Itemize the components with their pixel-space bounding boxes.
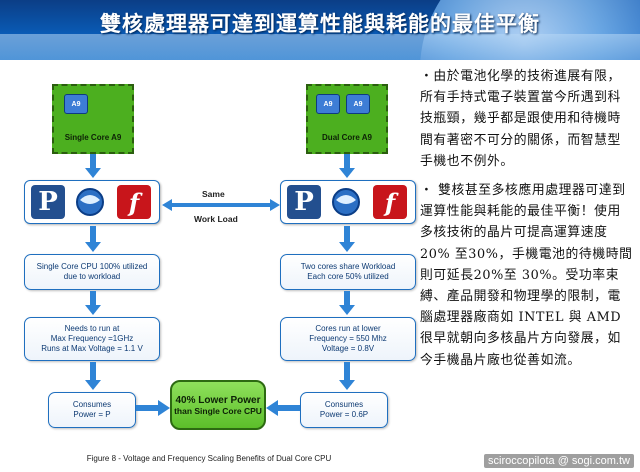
arrow-down-icon [85,380,101,390]
dual-core-figure: A9 Single Core A9 A9 A9 Dual Core A9 P f… [4,62,416,472]
arrow-stem [344,154,350,170]
power-comparison-box: 40% Lower Power than Single Core CPU [170,380,266,430]
article-paragraph-2: ‧ 雙核甚至多核應用處理器可達到運算性能與耗能的最佳平衡！使用多核技術的晶片可提… [420,183,633,368]
browser-globe-icon [329,185,363,219]
right-app-bar: P f [280,180,416,224]
arrow-right-icon [136,400,170,416]
same-label: Same [202,189,225,199]
arrow-down-icon [339,380,355,390]
box-line: Cores run at lower [315,324,381,333]
right-utilization-box: Two cores share Workload Each core 50% u… [280,254,416,290]
arrow-stem [344,226,350,244]
left-utilization-box: Single Core CPU 100% utilized due to wor… [24,254,160,290]
box-line: Single Core CPU 100% utilized [36,262,148,271]
comparison-subline: than Single Core CPU [174,405,262,416]
single-core-label: Single Core A9 [64,133,122,142]
arrow-down-icon [85,168,101,178]
header-banner: 雙核處理器可達到運算性能與耗能的最佳平衡 [0,0,640,60]
dual-core-label: Dual Core A9 [322,133,372,142]
arrow-stem [344,362,350,382]
dual-core-chip: A9 A9 Dual Core A9 [306,84,388,154]
arrow-down-icon [85,242,101,252]
box-line: Runs at Max Voltage = 1.1 V [41,344,143,353]
article-text: ‧由於電池化學的技術進展有限，所有手持式電子裝置當今所遇到科技瓶頸，幾乎都是跟使… [420,66,634,379]
box-line: Each core 50% utilized [307,272,389,281]
left-frequency-box: Needs to run at Max Frequency =1GHz Runs… [24,317,160,361]
box-line: Consumes [324,400,364,409]
arrow-down-icon [85,305,101,315]
box-line: Needs to run at [64,324,120,333]
flash-letter: f [128,187,140,217]
flash-icon: f [117,185,151,219]
arrow-down-icon [339,168,355,178]
banner-strip [0,34,640,60]
left-power-box: Consumes Power = P [48,392,136,428]
box-line: Power = 0.6P [319,410,369,419]
source-watermark: sciroccopilota @ sogi.com.tw [484,454,634,468]
core-a9: A9 [346,94,370,114]
article-paragraph-1: ‧由於電池化學的技術進展有限，所有手持式電子裝置當今所遇到科技瓶頸，幾乎都是跟使… [420,69,621,169]
arrow-left-icon [266,400,300,416]
pandora-letter: P [38,187,58,217]
arrow-stem [90,362,96,382]
arrow-stem [90,291,96,307]
pandora-icon: P [31,185,65,219]
double-arrow-icon [162,199,280,211]
box-line: Max Frequency =1GHz [50,334,134,343]
box-line: Power = P [73,410,111,419]
right-power-box: Consumes Power = 0.6P [300,392,388,428]
box-line: Voltage = 0.8V [321,344,375,353]
arrow-down-icon [339,242,355,252]
flash-icon: f [373,185,407,219]
arrow-stem [344,291,350,307]
box-line: due to workload [63,272,121,281]
arrow-stem [90,154,96,170]
arrow-stem [90,226,96,244]
comparison-headline: 40% Lower Power [175,394,261,406]
left-app-bar: P f [24,180,160,224]
pandora-icon: P [287,185,321,219]
right-frequency-box: Cores run at lower Frequency = 550 Mhz V… [280,317,416,361]
figure-caption: Figure 8 - Voltage and Frequency Scaling… [86,454,332,463]
workload-label: Work Load [194,214,238,224]
box-line: Two cores share Workload [300,262,396,271]
slide-title: 雙核處理器可達到運算性能與耗能的最佳平衡 [100,11,540,36]
arrow-down-icon [339,305,355,315]
core-a9: A9 [64,94,88,114]
browser-globe-icon [73,185,107,219]
box-line: Consumes [72,400,112,409]
core-a9: A9 [316,94,340,114]
pandora-letter: P [294,187,314,217]
box-line: Frequency = 550 Mhz [309,334,387,343]
flash-letter: f [384,187,396,217]
single-core-chip: A9 Single Core A9 [52,84,134,154]
